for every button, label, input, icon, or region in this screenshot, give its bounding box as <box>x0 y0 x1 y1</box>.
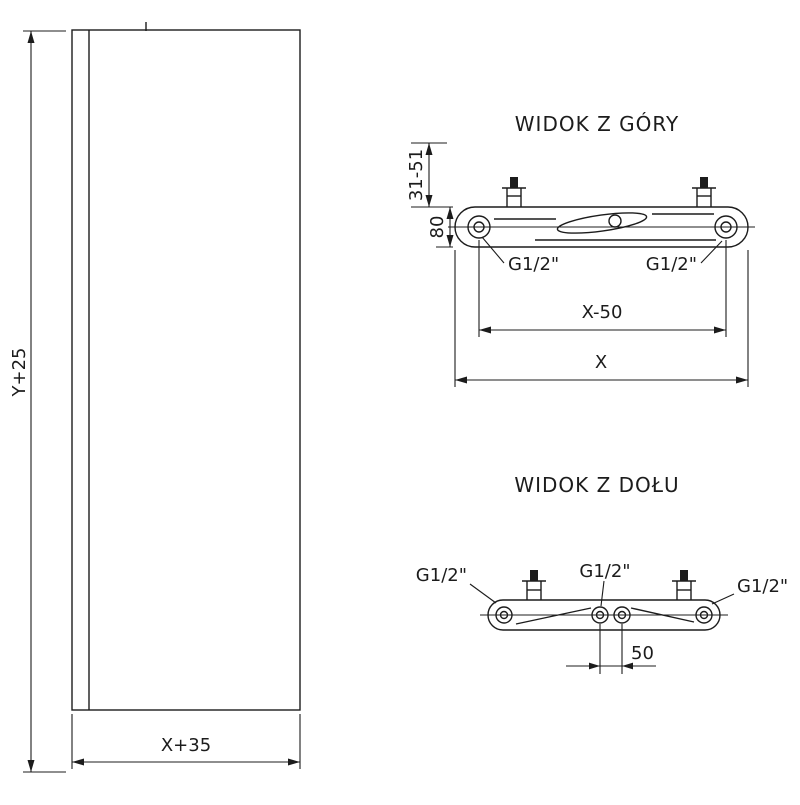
right-collector-inner-circle <box>720 221 732 233</box>
front-height-dim-label: Y+25 <box>9 348 30 398</box>
leader-line <box>469 583 497 604</box>
bottom-view-body <box>480 599 728 631</box>
bottom-connection-right-label: G1/2" <box>737 576 788 597</box>
bottom-view: WIDOK Z DOŁU <box>416 473 788 674</box>
top-view: WIDOK Z GÓRY <box>406 112 755 387</box>
valve-circle <box>608 214 622 228</box>
top-view-dimensions: 31-51 80 G1/2" G1/2" X-50 X <box>406 142 749 387</box>
front-width-dim-label: X+35 <box>161 735 211 756</box>
bottom-connection-center-label: G1/2" <box>579 561 630 582</box>
radiator-bottom-outline <box>487 599 721 631</box>
wall-bracket-left-bottom-view <box>522 570 546 600</box>
depth-dim-label: 80 <box>427 216 448 239</box>
leader-line <box>600 580 605 607</box>
leader-line <box>700 240 723 264</box>
center-connection-circle <box>591 606 609 624</box>
bracket-pin <box>680 570 688 581</box>
bracket-pin <box>530 570 538 581</box>
right-collector-circle <box>714 215 738 239</box>
dim-arrow <box>622 662 633 670</box>
left-connection-circle <box>495 606 513 624</box>
detail-line <box>515 607 592 625</box>
wall-bracket-right-top-view <box>692 177 716 207</box>
radiator-front-outline <box>71 29 301 711</box>
wall-bracket-right-bottom-view <box>672 570 696 600</box>
left-collector-inner-circle <box>473 221 485 233</box>
front-view <box>71 22 301 711</box>
total-width-dim-label: X <box>595 352 607 373</box>
valve-lever-shape <box>556 212 648 234</box>
bracket-pin <box>510 177 518 188</box>
dim-arrow <box>589 662 600 670</box>
connection-spacing-dim-label: X-50 <box>582 302 623 323</box>
center-connection-inner-circle <box>617 610 627 620</box>
top-view-title: WIDOK Z GÓRY <box>515 112 679 136</box>
right-connection-inner-circle <box>699 610 709 620</box>
front-dimensions: Y+25 X+35 <box>9 30 301 773</box>
radiator-top-outline <box>454 206 749 248</box>
right-connection-circle <box>695 606 713 624</box>
left-connection-inner-circle <box>499 610 509 620</box>
bottom-view-dimensions: G1/2" G1/2" G1/2" 50 <box>416 561 788 674</box>
detail-line <box>630 607 695 623</box>
wall-bracket-left-top-view <box>502 177 526 207</box>
leader-line <box>711 593 735 605</box>
left-collector-circle <box>467 215 491 239</box>
bottom-connection-left-label: G1/2" <box>416 565 467 586</box>
leader-line <box>481 236 505 264</box>
center-connection-circle <box>613 606 631 624</box>
wall-distance-dim-label: 31-51 <box>406 149 427 201</box>
top-connection-left-label: G1/2" <box>508 254 559 275</box>
bracket-pin <box>700 177 708 188</box>
top-view-body <box>448 206 755 248</box>
center-spacing-dim-label: 50 <box>631 643 654 664</box>
bottom-view-title: WIDOK Z DOŁU <box>514 473 679 497</box>
top-connection-right-label: G1/2" <box>646 254 697 275</box>
center-connection-inner-circle <box>595 610 605 620</box>
